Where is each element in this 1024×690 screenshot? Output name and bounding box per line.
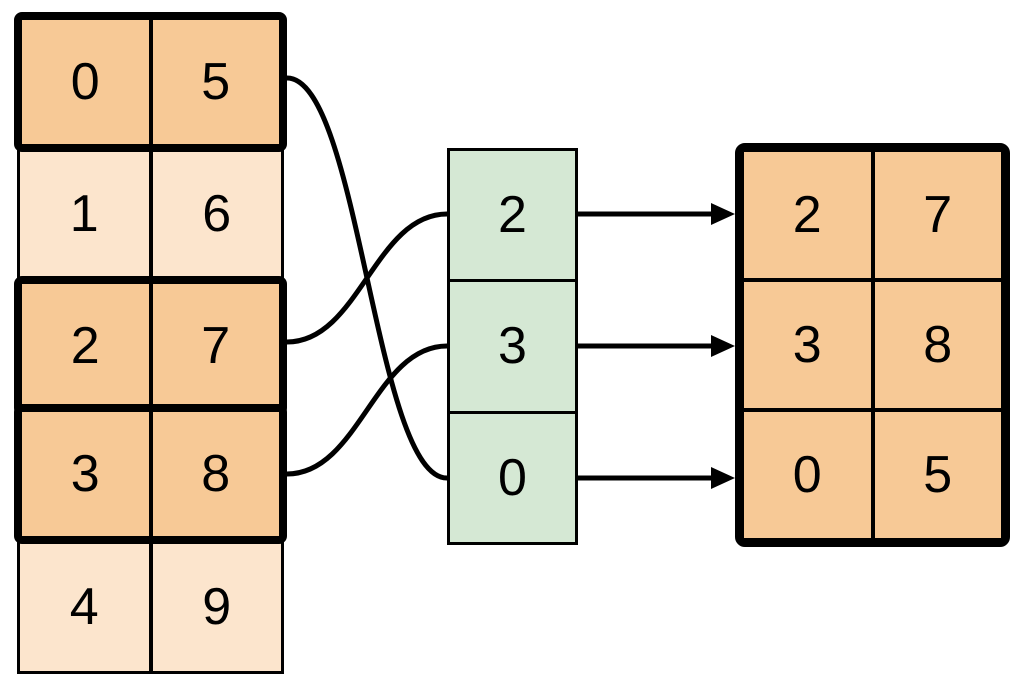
index-cell-2: 0	[450, 410, 575, 542]
source-cell-4-0: 4	[69, 578, 99, 636]
source-row-2: 2 7	[14, 276, 287, 416]
result-cell-1-1: 8	[874, 282, 1001, 408]
arrowhead-icon	[711, 203, 735, 225]
source-cell-2-0: 2	[70, 317, 100, 375]
result-cell-2-1: 5	[874, 412, 1001, 538]
source-cell-1-0: 1	[69, 185, 99, 243]
result-table: 2 7 3 8 0 5	[735, 143, 1010, 547]
source-row-0: 0 5	[14, 12, 287, 152]
curve-connector	[286, 211, 448, 345]
index-column: 2 3 0	[447, 148, 578, 545]
arrowhead-icon	[711, 335, 735, 357]
source-row-4: 4 9	[17, 540, 284, 674]
source-cell-3-0: 3	[70, 445, 100, 503]
result-cell-0-1: 7	[874, 152, 1001, 278]
result-cell-2-0: 0	[744, 412, 871, 538]
index-cell-0: 2	[498, 186, 527, 245]
result-cell-0-0: 2	[744, 152, 871, 278]
arrowhead-icon	[711, 467, 735, 489]
source-cell-3-1: 8	[148, 412, 280, 536]
source-cell-0-1: 5	[148, 20, 280, 144]
index-cell-1: 3	[450, 279, 575, 410]
source-cell-1-1: 6	[148, 150, 282, 278]
source-cell-2-1: 7	[148, 284, 280, 408]
source-cell-0-0: 0	[70, 53, 100, 111]
curve-connector	[286, 343, 448, 477]
source-cell-4-1: 9	[148, 543, 282, 671]
result-cell-1-0: 3	[744, 282, 871, 408]
source-row-1: 1 6	[17, 147, 284, 281]
curve-connector	[286, 75, 448, 481]
source-row-3: 3 8	[14, 404, 287, 544]
